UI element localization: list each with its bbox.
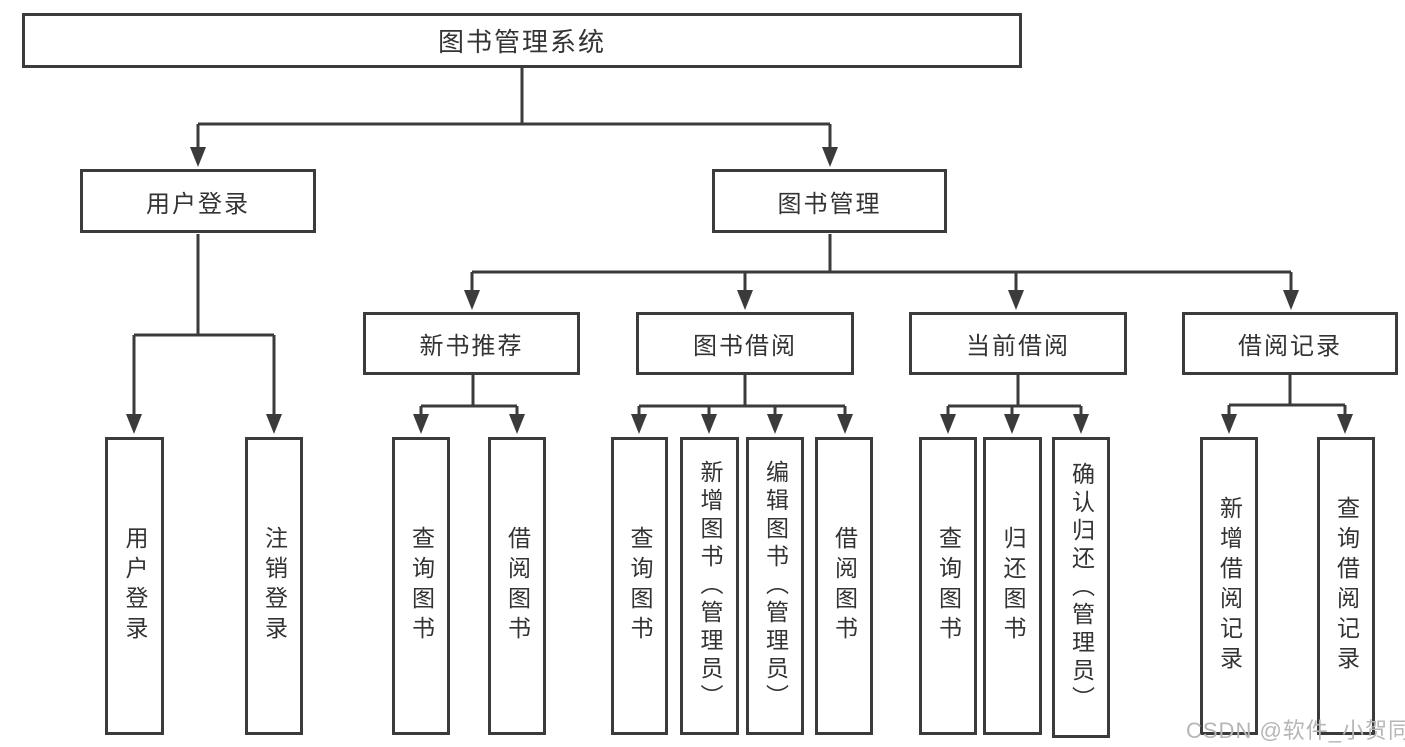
- leaf-return-book-label: 归还图书: [1000, 526, 1026, 646]
- leaf-query-books-borrow: 查询图书: [611, 437, 668, 735]
- leaf-query-books-current: 查询图书: [919, 437, 977, 735]
- leaf-edit-book-admin-label: 编辑图书（管理员）: [762, 460, 789, 712]
- node-book-management-label: 图书管理: [777, 190, 882, 218]
- leaf-query-borrow-record: 查询借阅记录: [1317, 437, 1375, 735]
- leaf-user-login: 用户登录: [105, 437, 164, 735]
- node-new-book-recommend-label: 新书推荐: [419, 333, 524, 360]
- leaf-confirm-return-admin: 确认归还（管理员）: [1052, 437, 1110, 738]
- leaf-logout-label: 注销登录: [261, 526, 288, 646]
- node-current-borrow-label: 当前借阅: [966, 333, 1070, 360]
- leaf-borrow-books-label: 借阅图书: [831, 526, 858, 646]
- node-borrow-records-label: 借阅记录: [1238, 333, 1342, 360]
- leaf-add-book-admin-label: 新增图书（管理员）: [697, 460, 723, 712]
- leaf-logout: 注销登录: [245, 437, 303, 735]
- root-node-label: 图书管理系统: [437, 27, 606, 57]
- node-book-management: 图书管理: [712, 169, 947, 233]
- leaf-add-book-admin: 新增图书（管理员）: [680, 437, 739, 735]
- root-node: 图书管理系统: [22, 13, 1022, 68]
- leaf-query-books-borrow-label: 查询图书: [627, 526, 653, 646]
- leaf-confirm-return-admin-label: 确认归还（管理员）: [1068, 461, 1095, 714]
- node-borrow-records: 借阅记录: [1182, 312, 1398, 375]
- leaf-edit-book-admin: 编辑图书（管理员）: [746, 437, 804, 735]
- leaf-query-books-recommend-label: 查询图书: [408, 526, 435, 646]
- leaf-query-borrow-record-label: 查询借阅记录: [1333, 496, 1360, 676]
- watermark: CSDN @软件_小贺同学: [1186, 718, 1405, 743]
- node-book-borrow: 图书借阅: [636, 312, 854, 375]
- leaf-add-borrow-record: 新增借阅记录: [1200, 437, 1258, 735]
- node-user-login-label: 用户登录: [146, 190, 250, 218]
- leaf-return-book: 归还图书: [983, 437, 1042, 735]
- leaf-query-books-recommend: 查询图书: [392, 437, 450, 735]
- leaf-borrow-books-recommend: 借阅图书: [488, 437, 546, 735]
- node-user-login: 用户登录: [80, 169, 316, 233]
- node-book-borrow-label: 图书借阅: [693, 333, 797, 360]
- node-new-book-recommend: 新书推荐: [363, 312, 580, 375]
- leaf-query-books-current-label: 查询图书: [935, 526, 962, 646]
- leaf-user-login-label: 用户登录: [122, 526, 148, 646]
- leaf-add-borrow-record-label: 新增借阅记录: [1216, 496, 1243, 676]
- arrowheads: [126, 147, 1353, 434]
- leaf-borrow-books-recommend-label: 借阅图书: [504, 526, 531, 646]
- node-current-borrow: 当前借阅: [909, 312, 1127, 375]
- leaf-borrow-books: 借阅图书: [815, 437, 873, 735]
